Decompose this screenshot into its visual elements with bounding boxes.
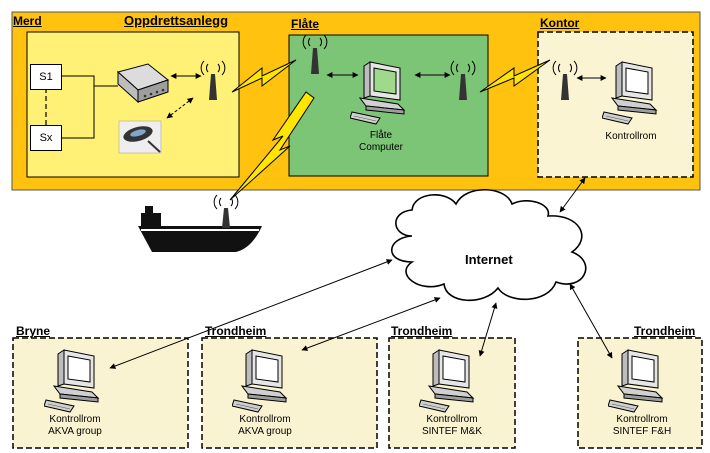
arrow-antenna-handheld — [166, 97, 194, 119]
remote-caption-trondheim-fh: Kontrollrom SINTEF F&H — [604, 414, 680, 438]
remote-caption-line2: AKVA group — [238, 426, 292, 437]
radio-link-flate-kontor — [479, 59, 551, 93]
merd-label: Merd — [13, 14, 42, 28]
kontor-caption: Kontrollrom — [605, 131, 657, 142]
radio-link-merd-flate — [231, 59, 297, 93]
remote-caption-trondheim-akva: Kontrollrom AKVA group — [227, 414, 303, 438]
remote-caption-line1: Kontrollrom — [49, 414, 101, 425]
remote-label-trondheim-mk: Trondheim — [391, 324, 453, 338]
remote-caption-line1: Kontrollrom — [426, 414, 478, 425]
remote-label-trondheim-fh: Trondheim — [634, 324, 696, 338]
flate-computer-caption-line1: Flåte — [369, 130, 393, 141]
antenna-merd-icon — [200, 60, 226, 100]
hub-device-icon — [116, 63, 170, 104]
remote-caption-bryne: Kontrollrom AKVA group — [40, 414, 110, 438]
remote-caption-line1: Kontrollrom — [239, 414, 291, 425]
trondheim-akva-computer-icon — [232, 349, 288, 413]
flate-computer-caption: Flåte Computer — [346, 130, 416, 154]
kontor-computer-icon — [602, 61, 658, 125]
internet-cloud-icon — [391, 188, 587, 302]
trondheim-fh-computer-icon — [608, 349, 664, 413]
remote-label-trondheim-akva: Trondheim — [205, 324, 267, 338]
bryne-computer-icon — [44, 349, 100, 413]
sensor-sx: Sx — [30, 125, 62, 151]
merd-area — [26, 31, 240, 178]
link-internet-trondheim-akva — [301, 297, 441, 351]
link-internet-bryne — [109, 259, 393, 369]
antenna-flate-left-icon — [302, 34, 328, 74]
sensor-sx-wire — [62, 86, 95, 139]
antenna-flate-right-icon — [450, 60, 476, 100]
antenna-ship-icon — [213, 194, 239, 228]
flate-computer-icon — [350, 61, 406, 125]
remote-caption-line2: SINTEF M&K — [421, 426, 482, 437]
sensor-s1: S1 — [30, 64, 62, 90]
trondheim-mk-computer-icon — [419, 349, 475, 413]
link-internet-trondheim-fh — [569, 283, 613, 359]
flate-label: Flåte — [291, 17, 320, 31]
antenna-kontor-icon — [552, 60, 578, 100]
link-internet-trondheim-mk — [478, 302, 498, 357]
kontor-area — [537, 31, 694, 178]
handheld-device-icon — [118, 120, 162, 154]
site-title: Oppdrettsanlegg — [124, 13, 229, 28]
remote-caption-line2: SINTEF F&H — [612, 426, 672, 437]
remote-label-bryne: Bryne — [16, 324, 51, 338]
kontor-label: Kontor — [540, 16, 580, 30]
flate-computer-caption-line2: Computer — [359, 142, 403, 153]
remote-caption-line2: AKVA group — [48, 426, 102, 437]
link-kontor-internet — [559, 177, 586, 213]
radio-link-flate-ship — [229, 91, 315, 201]
remote-caption-line1: Kontrollrom — [616, 414, 668, 425]
ship-icon — [138, 206, 262, 252]
sensor-s1-wire — [62, 75, 118, 87]
internet-label: Internet — [465, 252, 513, 267]
remote-caption-trondheim-mk: Kontrollrom SINTEF M&K — [414, 414, 490, 438]
